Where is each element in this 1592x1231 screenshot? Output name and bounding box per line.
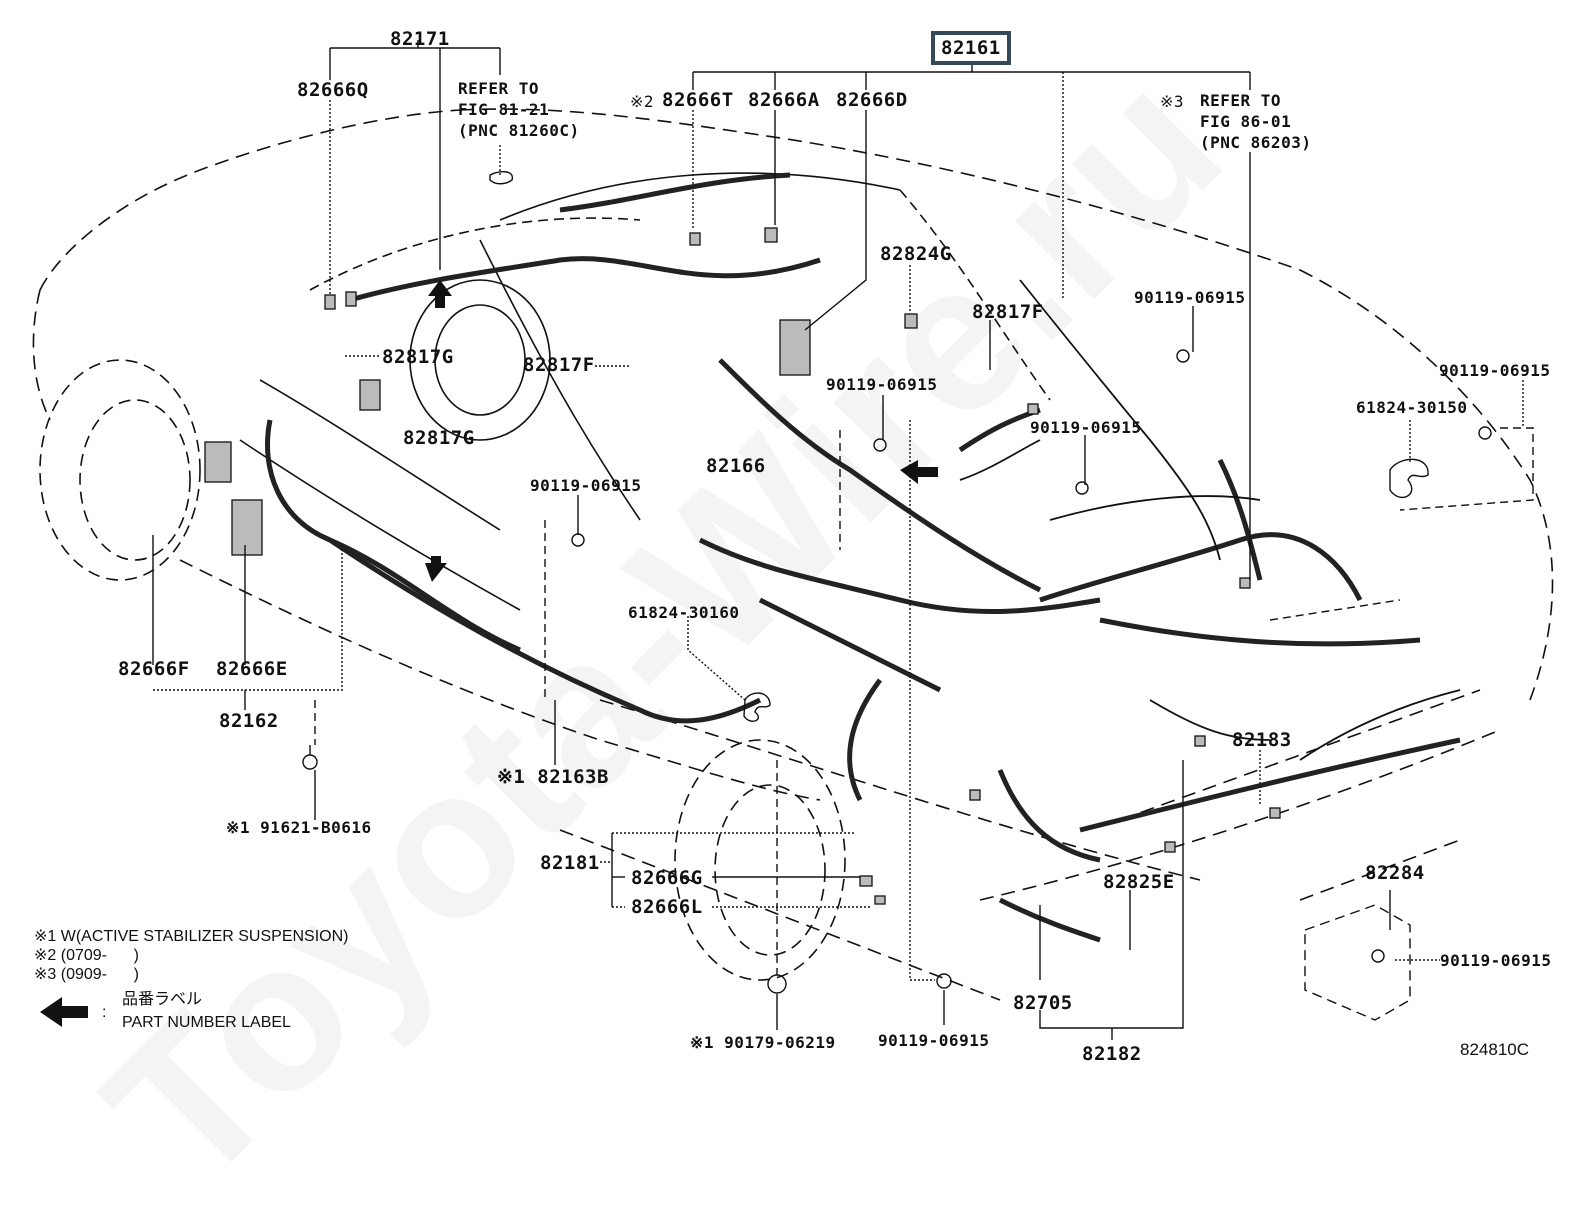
callout-82163b[interactable]: ※1 82163B <box>497 766 609 788</box>
wire-harness <box>265 172 1461 943</box>
callout-91621-b0616[interactable]: ※1 91621-B0616 <box>226 818 372 837</box>
footnote-mark-2: ※2 <box>630 92 655 111</box>
footnote-2: ※2 (0709- ) <box>34 947 139 964</box>
wiring-harness-diagram <box>32 40 1554 1040</box>
callout-82817f-right[interactable]: 82817F <box>972 301 1044 323</box>
thin-wires <box>959 279 1461 761</box>
callout-82666q[interactable]: 82666Q <box>297 79 369 101</box>
callout-90119-06915-d[interactable]: 90119-06915 <box>1030 418 1142 437</box>
figure-number: 824810C <box>1460 1040 1530 1059</box>
callout-82666g[interactable]: 82666G <box>631 867 703 889</box>
refer-to-fig-86-01[interactable]: REFER TO FIG 86-01 (PNC 86203) <box>1200 91 1312 152</box>
callout-82161-highlighted[interactable]: 82161 <box>931 31 1011 65</box>
leader-lines <box>152 40 1534 1040</box>
cabin-outline <box>239 172 1051 611</box>
callout-82824g[interactable]: 82824G <box>880 243 952 265</box>
callout-90119-06915-f[interactable]: 90119-06915 <box>878 1031 990 1050</box>
callout-82705[interactable]: 82705 <box>1013 992 1073 1014</box>
callout-82817g-lower[interactable]: 82817G <box>403 427 475 449</box>
callout-82666e[interactable]: 82666E <box>216 658 288 680</box>
footnote-1: ※1 W(ACTIVE STABILIZER SUSPENSION) <box>34 928 349 945</box>
part-number-label-jp: 品番ラベル <box>122 991 203 1008</box>
battery-box <box>1304 904 1411 1021</box>
footnote-mark-3: ※3 <box>1160 92 1185 111</box>
callout-90119-06915-e[interactable]: 90119-06915 <box>530 476 642 495</box>
bolts <box>302 349 1492 994</box>
callout-82666l[interactable]: 82666L <box>631 896 703 918</box>
grommets <box>489 171 1429 722</box>
callout-90119-06915-c[interactable]: 90119-06915 <box>826 375 938 394</box>
callout-82666a[interactable]: 82666A <box>748 89 820 111</box>
callout-82284[interactable]: 82284 <box>1365 862 1425 884</box>
connectors <box>204 227 1281 905</box>
refer-to-fig-81-21[interactable]: REFER TO FIG 81-21 (PNC 81260C) <box>458 79 580 140</box>
legend-colon: : <box>102 1004 107 1021</box>
callout-82171[interactable]: 82171 <box>390 28 450 50</box>
callout-82817g-upper[interactable]: 82817G <box>382 346 454 368</box>
callout-61824-30160[interactable]: 61824-30160 <box>628 603 740 622</box>
legend-arrow-icon <box>40 997 88 1027</box>
part-number-label-en: PART NUMBER LABEL <box>122 1014 291 1031</box>
part-number-label-arrows <box>425 280 938 582</box>
footnote-3: ※3 (0909- ) <box>34 966 139 983</box>
callout-82183[interactable]: 82183 <box>1232 729 1292 751</box>
callout-82666t[interactable]: 82666T <box>662 89 734 111</box>
callout-90179-06219[interactable]: ※1 90179-06219 <box>690 1033 836 1052</box>
car-body-outline <box>32 108 1554 1001</box>
callout-90119-06915-b[interactable]: 90119-06915 <box>1439 361 1551 380</box>
callout-82181[interactable]: 82181 <box>540 852 600 874</box>
callout-82666d[interactable]: 82666D <box>836 89 908 111</box>
callout-90119-06915-a[interactable]: 90119-06915 <box>1134 288 1246 307</box>
front-wheel <box>39 359 201 581</box>
callout-82666f[interactable]: 82666F <box>118 658 190 680</box>
rear-wheel <box>674 739 846 981</box>
callout-82182[interactable]: 82182 <box>1082 1043 1142 1065</box>
callout-61824-30150[interactable]: 61824-30150 <box>1356 398 1468 417</box>
callout-82817f-left[interactable]: 82817F <box>523 354 595 376</box>
callout-82825e[interactable]: 82825E <box>1103 871 1175 893</box>
callout-82166[interactable]: 82166 <box>706 455 766 477</box>
callout-82162[interactable]: 82162 <box>219 710 279 732</box>
callout-90119-06915-g[interactable]: 90119-06915 <box>1440 951 1552 970</box>
